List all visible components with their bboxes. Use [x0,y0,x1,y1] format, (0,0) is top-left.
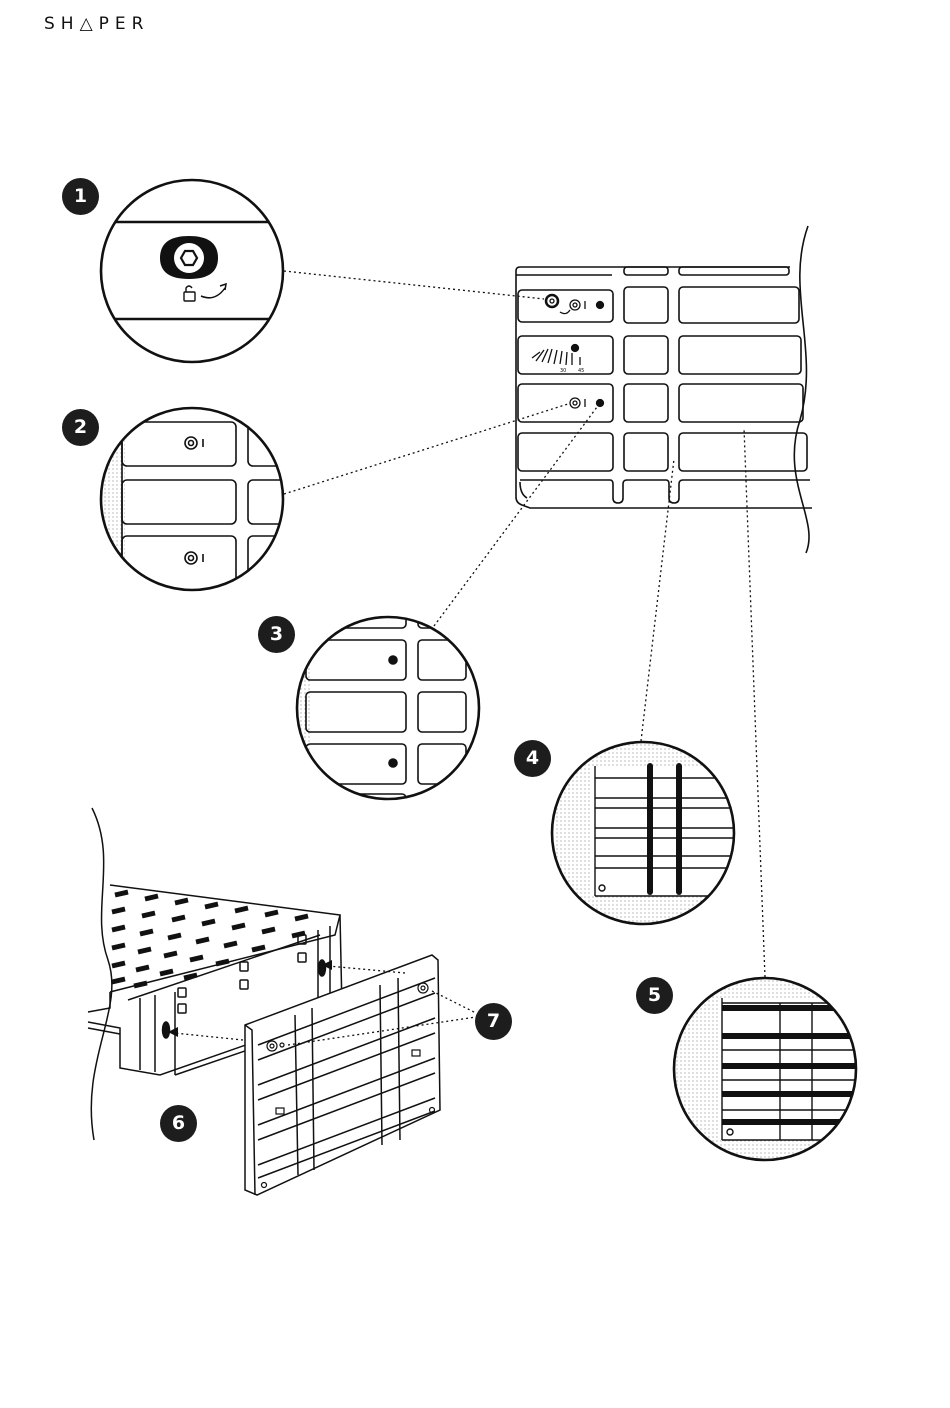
callout-badge-4: 4 [514,740,551,777]
callout-badge-7: 7 [475,1003,512,1040]
detail-3-dot-markers [290,610,479,814]
main-panel-details [532,295,604,408]
callout-badge-5: 5 [636,977,673,1014]
callout-badge-3: 3 [258,616,295,653]
gauge-tick-45: 45 [578,368,584,374]
callout-badge-1: 1 [62,178,99,215]
main-panel [516,226,812,553]
side-panel [245,955,440,1195]
gauge-tick-30: 30 [560,368,566,374]
detail-5-horizontal-slots [674,978,870,1160]
callout-badge-6: 6 [160,1105,197,1142]
callout-badge-2: 2 [62,409,99,446]
detail-4-vertical-slots [552,742,752,924]
detail-2-panel-rows [95,400,308,600]
detail-1-unlock-bolt [90,180,290,362]
